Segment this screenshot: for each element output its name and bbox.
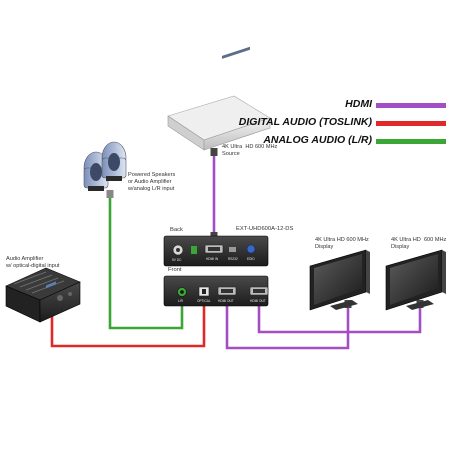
status-led: [191, 246, 197, 254]
back-panel-label: Back: [170, 227, 183, 233]
legend-analog-audio: ANALOG AUDIO (L/R): [263, 134, 372, 146]
legend-digital-audio: DIGITAL AUDIO (TOSLINK): [238, 116, 372, 128]
display1-label: 4K Ultra HD 600 MHz Display: [315, 237, 369, 250]
legend-hdmi: HDMI: [345, 98, 372, 110]
display2-label: 4K Ultra HD 600 MHz Display: [391, 237, 447, 250]
port-label-hdmi-out-1: HDMI OUT: [218, 299, 234, 303]
port-label-power: 5V DC: [172, 258, 182, 262]
port-label-hdmi-in: HDMI IN: [206, 257, 219, 261]
port-label-lr: L/R: [178, 299, 183, 303]
speaker-pair-icon: [83, 141, 127, 191]
hdmi-cable-display1: [225, 302, 350, 350]
extender-front-panel: [163, 275, 269, 307]
toslink-cable: [50, 300, 206, 348]
hdmi-plug-source: [210, 148, 218, 156]
front-panel-label: Front: [168, 267, 182, 273]
rs232-port: [229, 247, 236, 252]
source-player-icon: [167, 46, 271, 151]
port-label-rs232: RS232: [228, 257, 238, 261]
hdmi-plug-extender-in: [210, 232, 218, 239]
source-label: 4K Ultra HD 600 MHz Source: [222, 144, 278, 157]
legend-swatch-analog-audio: [376, 139, 446, 144]
extender-back-panel: [163, 235, 269, 267]
port-label-edid: EDID: [247, 257, 255, 261]
display-icon: [309, 249, 370, 311]
port-label-hdmi-out-2: HDMI OUT: [250, 299, 266, 303]
speakers-label: Powered Speakers or Audio Amplifier w/an…: [128, 172, 176, 192]
hdmi-cable-display2: [257, 302, 422, 334]
port-label-optical: OPTICAL: [197, 299, 211, 303]
amplifier-label: Audio Amplifier w/ optical-digital input: [6, 256, 60, 269]
display-icon: [385, 249, 446, 311]
device-model-label: EXT-UHD600A-12-DS: [236, 226, 294, 232]
analog-audio-cable: [108, 196, 184, 330]
edid-switch: [246, 244, 256, 254]
legend-swatch-hdmi: [376, 103, 446, 108]
legend-swatch-digital-audio: [376, 121, 446, 126]
av-amplifier-icon: [5, 267, 81, 323]
